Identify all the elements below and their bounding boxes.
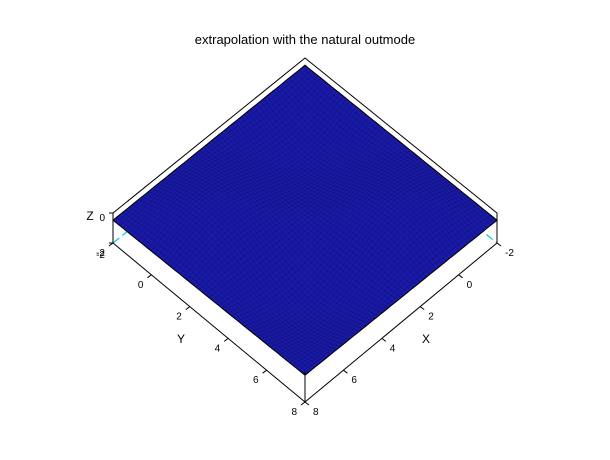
surface [112, 64, 498, 376]
y-tick-label: 4 [215, 343, 221, 354]
mesh-line-x [295, 212, 488, 368]
mesh-line-y [119, 214, 312, 371]
mesh-line-y [112, 220, 306, 376]
mesh-line-y [144, 194, 338, 350]
mesh-line-x [285, 204, 478, 360]
chart-title: extrapolation with the natural outmode [195, 32, 415, 47]
y-tick-mark [185, 306, 191, 311]
mesh-line-y [122, 212, 315, 368]
x-tick-mark [381, 337, 387, 342]
x-tick-label: 0 [467, 280, 473, 291]
y-tick-label: 6 [253, 375, 259, 386]
mesh-line-x [298, 214, 491, 371]
mesh-line-x [288, 207, 482, 363]
x-tick-mark [304, 401, 310, 406]
y-axis-label: Y [177, 332, 185, 346]
x-axis-label: X [422, 332, 430, 346]
y-tick-mark [300, 401, 306, 406]
x-tick-mark [496, 242, 502, 247]
mesh-line-y [125, 209, 318, 366]
x-tick-label: 2 [428, 312, 434, 323]
x-tick-label: 4 [390, 343, 396, 354]
y-tick-label: 0 [138, 280, 144, 291]
mesh-line-y [135, 201, 328, 358]
mesh-line-x [292, 209, 485, 366]
y-axis: -2 0 2 4 6 8 [96, 242, 306, 418]
x-tick-mark [343, 369, 348, 374]
mesh-line-y [141, 196, 334, 353]
mesh-line-y [128, 207, 322, 363]
y-tick-label: 2 [176, 312, 182, 323]
z-tick-label: 0 [99, 213, 105, 224]
mesh-line-x [276, 196, 469, 353]
mesh-line-x [279, 199, 472, 355]
x-tick-label: 8 [313, 407, 319, 418]
y-tick-mark [223, 337, 229, 342]
z-axis-label: Z [86, 209, 93, 223]
mesh-line-y [138, 199, 331, 355]
mesh-line-x [304, 220, 498, 376]
mesh-line-y [132, 204, 325, 360]
y-tick-label: -2 [96, 248, 105, 259]
x-tick-mark [419, 306, 425, 311]
x-tick-mark [458, 274, 463, 279]
x-tick-label: 6 [351, 375, 357, 386]
box-back-edges [112, 57, 498, 214]
box-back [112, 57, 498, 214]
x-tick-label: -2 [505, 248, 514, 259]
y-tick-mark [147, 274, 152, 279]
mesh-line-x [301, 217, 494, 373]
z-axis: 0 -2 [96, 212, 113, 261]
y-tick-mark [262, 369, 267, 374]
x-axis: -2 0 2 4 6 8 [304, 242, 514, 418]
mesh-line-y [116, 217, 309, 373]
mesh-line-x [282, 201, 475, 358]
surface-mesh [112, 65, 498, 376]
z-tick-label: -2 [96, 250, 105, 261]
y-tick-label: 8 [291, 407, 297, 418]
